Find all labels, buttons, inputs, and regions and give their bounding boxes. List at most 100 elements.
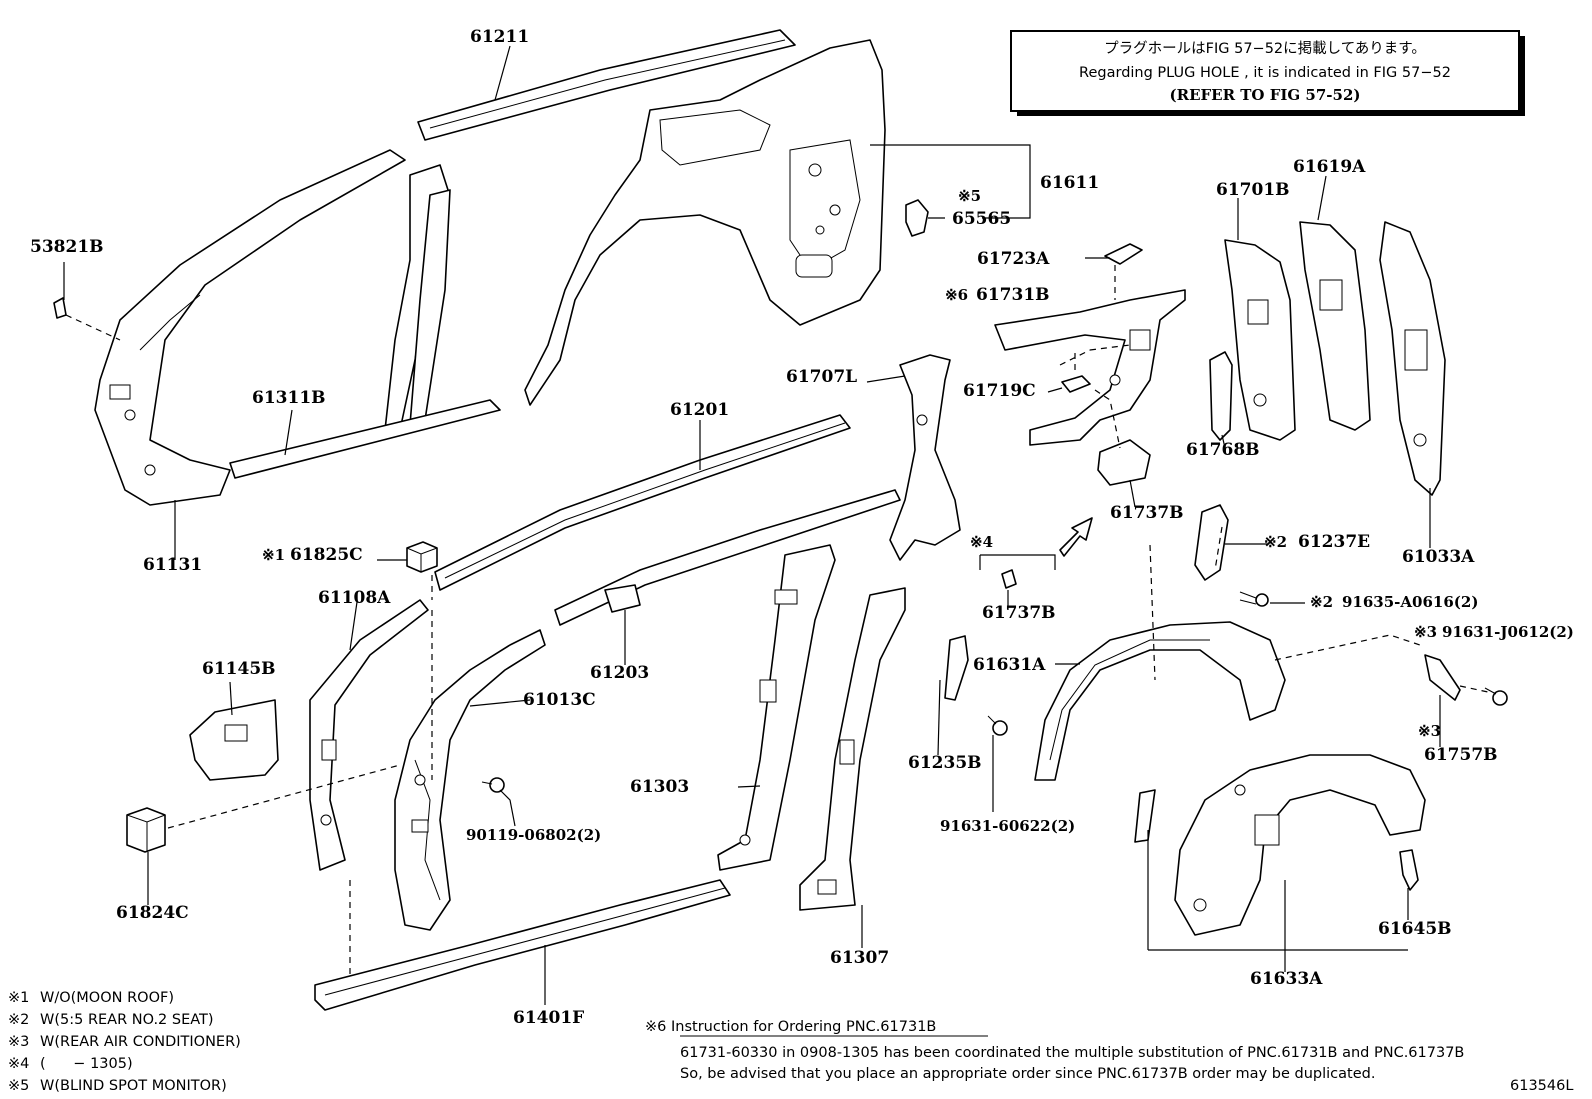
- label-61108a: 61108A: [318, 588, 391, 608]
- label-61768b: 61768B: [1186, 440, 1260, 460]
- part-wheelhouse-61633a: [1174, 754, 1426, 936]
- part-61145b: [189, 699, 279, 781]
- label-61737b-lower: 61737B: [982, 603, 1056, 623]
- part-roof-rail-inner: [434, 414, 851, 591]
- footnote-5-text: W(BLIND SPOT MONITOR): [40, 1078, 227, 1094]
- part-61619a: [1299, 221, 1371, 431]
- part-front-pillar-outer: [94, 149, 406, 506]
- part-65565-bracket: [905, 199, 929, 237]
- part-61719c: [1061, 375, 1091, 393]
- label-61737b-upper: 61737B: [1110, 503, 1184, 523]
- label-61307: 61307: [830, 948, 889, 968]
- instruction-line-1: 61731-60330 in 0908-1305 has been coordi…: [680, 1045, 1464, 1061]
- part-61235b: [944, 635, 969, 701]
- label-91631-j0612: 91631-J0612(2): [1442, 623, 1574, 641]
- label-61311b: 61311B: [252, 388, 326, 408]
- part-roof-side-rail: [417, 29, 796, 141]
- part-61737b-upper: [1097, 439, 1151, 486]
- label-61631a: 61631A: [973, 655, 1046, 675]
- part-61768b: [1209, 351, 1233, 441]
- part-rocker-inner: [314, 879, 731, 1011]
- footnote-5-mark: ※5: [8, 1078, 29, 1094]
- label-61701b: 61701B: [1216, 180, 1290, 200]
- footnote-4-text: ( − 1305): [40, 1056, 133, 1072]
- footnote-1-mark: ※1: [8, 990, 29, 1006]
- part-quarter-panel: [524, 39, 886, 406]
- leader-lines: [63, 45, 1489, 1005]
- footnote-2-mark: ※2: [8, 1012, 29, 1028]
- footnote-4-mark: ※4: [8, 1056, 29, 1072]
- part-front-pillar-inner: [394, 629, 546, 931]
- note-65565: ※5: [958, 187, 981, 205]
- label-61237e: 61237E: [1298, 532, 1370, 552]
- part-labels: 61211 53821B 61611 ※5 65565 61311B 61131…: [30, 27, 1574, 1028]
- part-61033a: [1379, 221, 1446, 496]
- reference-line-2: Regarding PLUG HOLE , it is indicated in…: [1079, 65, 1451, 81]
- part-center-pillar-61303: [717, 544, 836, 871]
- label-61611: 61611: [1040, 173, 1099, 193]
- reference-line-1: プラグホールはFIG 57−52に掲載してあります。: [1104, 40, 1426, 57]
- part-53821b: [53, 297, 67, 319]
- direction-arrow: [1059, 517, 1093, 557]
- footnote-2-text: W(5:5 REAR NO.2 SEAT): [40, 1012, 214, 1028]
- footnotes: ※1 W/O(MOON ROOF) ※2 W(5:5 REAR NO.2 SEA…: [8, 990, 241, 1094]
- footnote-1-text: W/O(MOON ROOF): [40, 990, 174, 1006]
- bolt-90119: [481, 777, 505, 793]
- part-61723a-bracket: [1104, 243, 1143, 265]
- part-61737b-lower: [1001, 569, 1017, 589]
- label-91631-60622: 91631-60622(2): [940, 817, 1075, 835]
- label-61824c: 61824C: [116, 903, 189, 923]
- label-53821b: 53821B: [30, 237, 104, 257]
- part-61645b: [1399, 849, 1419, 891]
- instruction-heading: ※6 Instruction for Ordering PNC.61731B: [645, 1019, 936, 1035]
- label-61825c: 61825C: [290, 545, 363, 565]
- note-91631-j0612: ※3: [1414, 623, 1437, 641]
- part-61825c-pad: [406, 541, 438, 573]
- part-rocker-outer-upper: [229, 399, 501, 479]
- label-61619a: 61619A: [1293, 157, 1366, 177]
- label-61201: 61201: [670, 400, 729, 420]
- part-61237e: [1194, 504, 1229, 581]
- label-61633a: 61633A: [1250, 969, 1323, 989]
- instruction-line-2: So, be advised that you place an appropr…: [680, 1066, 1375, 1082]
- label-61211: 61211: [470, 27, 529, 47]
- label-61013c: 61013C: [523, 690, 596, 710]
- note-61825c: ※1: [262, 546, 285, 564]
- note-61737b-lower: ※4: [970, 533, 993, 551]
- part-61731b: [994, 289, 1186, 446]
- footnote-3-mark: ※3: [8, 1034, 29, 1050]
- label-61303: 61303: [630, 777, 689, 797]
- label-61401f: 61401F: [513, 1008, 584, 1028]
- label-65565: 65565: [952, 209, 1011, 229]
- part-pillar-upper-inner: [554, 489, 901, 626]
- footnote-3-text: W(REAR AIR CONDITIONER): [40, 1034, 241, 1050]
- part-wheel-liner-61631a: [1034, 621, 1286, 781]
- label-90119: 90119-06802(2): [466, 826, 601, 844]
- ordering-instruction: ※6 Instruction for Ordering PNC.61731B 6…: [645, 1019, 1464, 1082]
- label-61719c: 61719C: [963, 381, 1036, 401]
- part-center-pillar-61307: [799, 587, 906, 911]
- figure-id: 613546L: [1510, 1078, 1573, 1094]
- label-61033a: 61033A: [1402, 547, 1475, 567]
- label-91635: 91635-A0616(2): [1342, 593, 1478, 611]
- label-61235b: 61235B: [908, 753, 982, 773]
- reference-box: プラグホールはFIG 57−52に掲載してあります。 Regarding PLU…: [1010, 30, 1525, 116]
- part-center-pillar-outer: [384, 164, 451, 431]
- bolt-91635: [1239, 591, 1269, 607]
- label-61645b: 61645B: [1378, 919, 1452, 939]
- note-91635: ※2: [1310, 593, 1333, 611]
- part-quarter-inner-61707l: [889, 354, 961, 561]
- bolt-91631-60622: [987, 715, 1008, 736]
- note-61731b: ※6: [945, 286, 968, 304]
- part-front-pillar-61108a: [309, 599, 429, 871]
- label-61203: 61203: [590, 663, 649, 683]
- label-61757b: 61757B: [1424, 745, 1498, 765]
- note-61757b: ※3: [1418, 722, 1441, 740]
- part-61757b: [1424, 654, 1461, 701]
- part-61633a-bracket: [1134, 789, 1156, 843]
- label-61731b: 61731B: [976, 285, 1050, 305]
- label-61723a: 61723A: [977, 249, 1050, 269]
- note-61237e: ※2: [1264, 533, 1287, 551]
- label-61145b: 61145B: [202, 659, 276, 679]
